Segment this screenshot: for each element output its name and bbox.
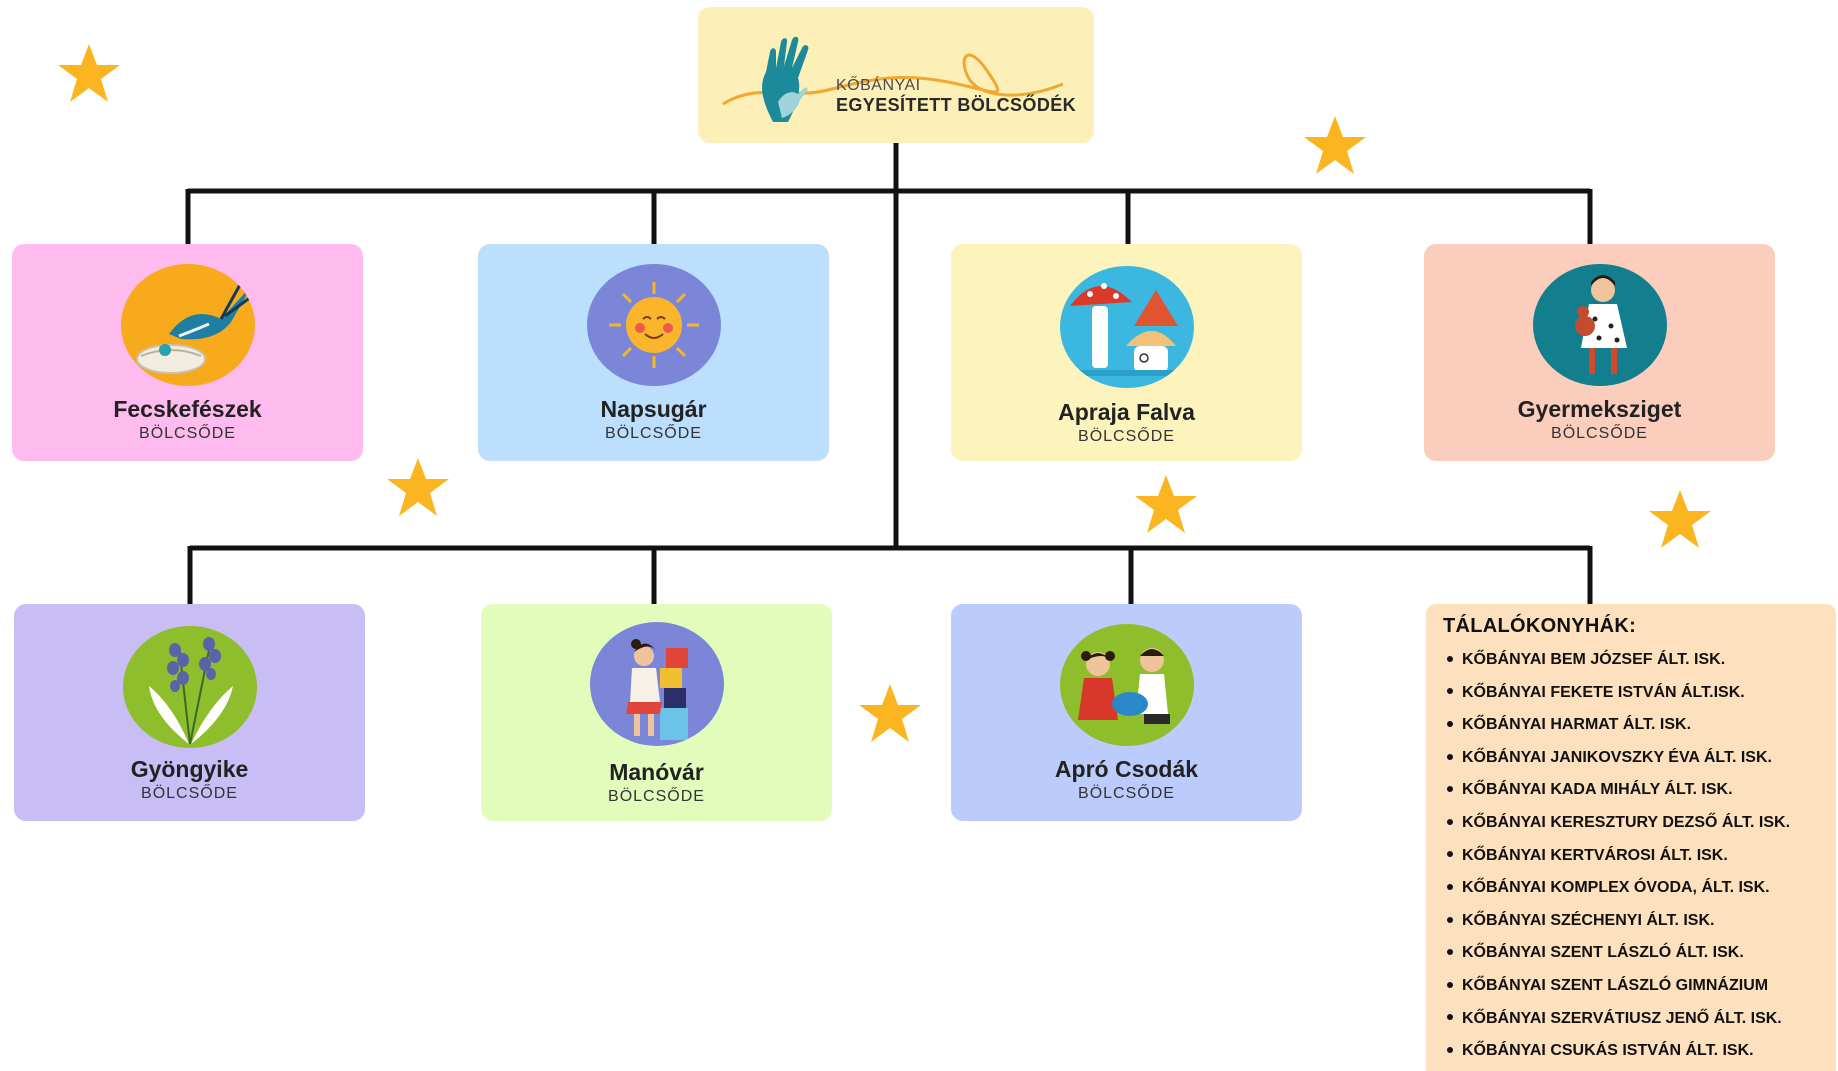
bullet-icon [1447, 949, 1453, 956]
kitchen-name: KŐBÁNYAI JANIKOVSZKY ÉVA ÁLT. ISK. [1462, 748, 1772, 766]
list-item: KŐBÁNYAI KOMPLEX ÓVODA, ÁLT. ISK. [1443, 872, 1790, 905]
node-type: BÖLCSŐDE [1078, 428, 1175, 445]
list-item: KŐBÁNYAI FEKETE ISTVÁN ÁLT.ISK. [1443, 677, 1790, 710]
kitchens-list: KŐBÁNYAI BEM JÓZSEF ÁLT. ISK. KŐBÁNYAI F… [1443, 644, 1790, 1068]
node-name: Gyermeksziget [1517, 396, 1682, 422]
list-item: KŐBÁNYAI HARMAT ÁLT. ISK. [1443, 709, 1790, 742]
list-item: KŐBÁNYAI CSUKÁS ISTVÁN ÁLT. ISK. [1443, 1035, 1790, 1068]
star-icon [58, 44, 120, 102]
bullet-icon [1447, 688, 1453, 695]
kitchen-name: KŐBÁNYAI BEM JÓZSEF ÁLT. ISK. [1462, 651, 1726, 668]
node-type: BÖLCSŐDE [1078, 785, 1175, 802]
bullet-icon [1447, 981, 1453, 988]
node-gyermeksziget: Gyermeksziget BÖLCSŐDE [1424, 244, 1775, 461]
node-type: BÖLCSŐDE [141, 785, 238, 802]
swallow-nest-icon [120, 264, 255, 386]
bullet-icon [1447, 883, 1453, 890]
node-gyongyike: Gyöngyike BÖLCSŐDE [14, 604, 365, 821]
node-type: BÖLCSŐDE [1551, 425, 1648, 442]
star-icon [1304, 116, 1366, 174]
children-playing-icon [1059, 624, 1194, 746]
bullet-icon [1447, 786, 1453, 793]
kitchen-name: KŐBÁNYAI SZERVÁTIUSZ JENŐ ÁLT. ISK. [1462, 1009, 1782, 1027]
bullet-icon [1447, 753, 1453, 760]
bullet-icon [1447, 916, 1453, 923]
kitchen-name: KŐBÁNYAI HARMAT ÁLT. ISK. [1462, 716, 1692, 734]
kitchen-name: KŐBÁNYAI KERTVÁROSI ÁLT. ISK. [1462, 846, 1728, 864]
node-name: Apraja Falva [1058, 399, 1195, 425]
bullet-icon [1447, 851, 1453, 858]
list-item: KŐBÁNYAI KERTVÁROSI ÁLT. ISK. [1443, 840, 1790, 873]
child-teddy-icon [1532, 264, 1667, 386]
node-apraja-falva: Apraja Falva BÖLCSŐDE [951, 244, 1302, 461]
mushroom-house-icon [1059, 266, 1194, 388]
node-manovar: Manóvár BÖLCSŐDE [481, 604, 832, 821]
list-item: KŐBÁNYAI SZÉCHENYI ÁLT. ISK. [1443, 905, 1790, 938]
kitchen-name: KŐBÁNYAI FEKETE ISTVÁN ÁLT.ISK. [1462, 683, 1745, 701]
list-item: KŐBÁNYAI KADA MIHÁLY ÁLT. ISK. [1443, 774, 1790, 807]
list-item: KŐBÁNYAI BEM JÓZSEF ÁLT. ISK. [1443, 644, 1790, 677]
kitchen-name: KŐBÁNYAI SZENT LÁSZLÓ GIMNÁZIUM [1462, 976, 1769, 994]
kitchen-name: KŐBÁNYAI SZÉCHENYI ÁLT. ISK. [1462, 911, 1715, 929]
node-type: BÖLCSŐDE [605, 425, 702, 442]
org-name-line1: KŐBÁNYAI [836, 77, 921, 94]
node-apro-csodak: Apró Csodák BÖLCSŐDE [951, 604, 1302, 821]
node-fecskefeszek: Fecskefészek BÖLCSŐDE [12, 244, 363, 461]
node-name: Gyöngyike [130, 756, 249, 782]
list-item: KŐBÁNYAI SZENT LÁSZLÓ ÁLT. ISK. [1443, 937, 1790, 970]
kitchen-name: KŐBÁNYAI SZENT LÁSZLÓ ÁLT. ISK. [1462, 944, 1744, 962]
node-napsugar: Napsugár BÖLCSŐDE [478, 244, 829, 461]
kitchen-name: KŐBÁNYAI KERESZTURY DEZSŐ ÁLT. ISK. [1462, 813, 1791, 831]
star-icon [859, 684, 921, 742]
node-name: Napsugár [600, 396, 707, 422]
list-item: KŐBÁNYAI JANIKOVSZKY ÉVA ÁLT. ISK. [1443, 742, 1790, 775]
bullet-icon [1447, 655, 1453, 662]
bullet-icon [1447, 720, 1453, 727]
list-item: KŐBÁNYAI KERESZTURY DEZSŐ ÁLT. ISK. [1443, 807, 1790, 840]
sun-icon [586, 264, 721, 386]
root-node-kobanyai-egyesitett-bolcsodek: KŐBÁNYAI EGYESÍTETT BÖLCSŐDÉK [698, 7, 1094, 143]
hand-logo-icon [722, 36, 1064, 122]
star-icon [1135, 475, 1197, 533]
child-blocks-icon [589, 622, 724, 746]
list-item: KŐBÁNYAI SZENT LÁSZLÓ GIMNÁZIUM [1443, 970, 1790, 1003]
list-item: KŐBÁNYAI SZERVÁTIUSZ JENŐ ÁLT. ISK. [1443, 1003, 1790, 1036]
lily-of-the-valley-icon [122, 626, 257, 748]
bullet-icon [1447, 1014, 1453, 1021]
bullet-icon [1447, 1046, 1453, 1053]
node-type: BÖLCSŐDE [139, 425, 236, 442]
bullet-icon [1447, 818, 1453, 825]
kitchen-name: KŐBÁNYAI KOMPLEX ÓVODA, ÁLT. ISK. [1462, 879, 1770, 897]
serving-kitchens-panel: TÁLALÓKONYHÁK: KŐBÁNYAI BEM JÓZSEF ÁLT. … [1426, 604, 1836, 1071]
star-icon [387, 458, 449, 516]
kitchen-name: KŐBÁNYAI CSUKÁS ISTVÁN ÁLT. ISK. [1462, 1042, 1754, 1060]
star-icon [1649, 490, 1711, 548]
node-name: Apró Csodák [1054, 756, 1199, 782]
node-type: BÖLCSŐDE [608, 788, 705, 805]
node-name: Manóvár [609, 759, 704, 785]
org-name-line2: EGYESÍTETT BÖLCSŐDÉK [836, 95, 1077, 116]
kitchens-title: TÁLALÓKONYHÁK: [1443, 615, 1637, 637]
node-name: Fecskefészek [113, 396, 262, 422]
kitchen-name: KŐBÁNYAI KADA MIHÁLY ÁLT. ISK. [1462, 781, 1733, 799]
